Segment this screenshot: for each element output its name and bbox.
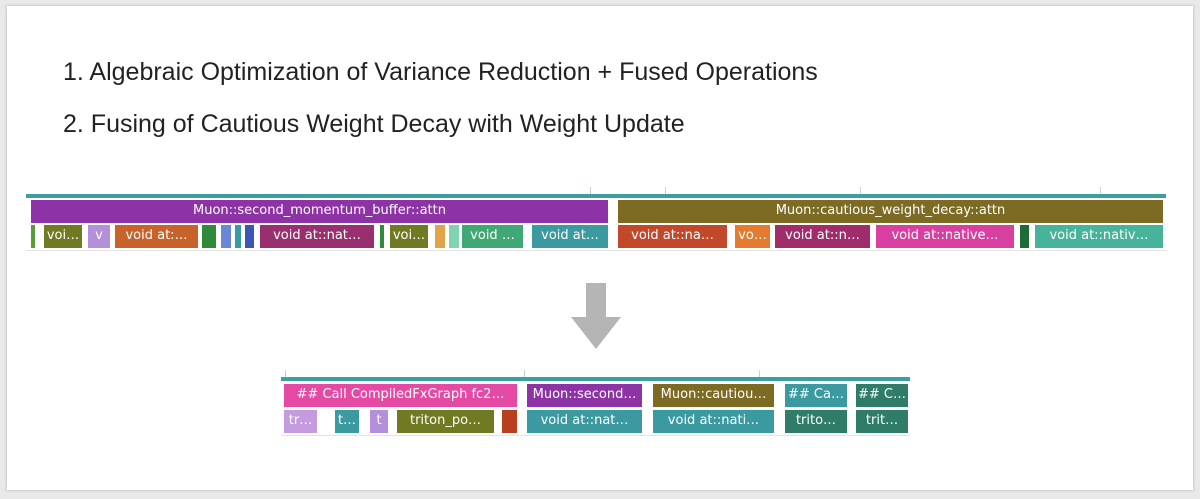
before-slim-block[interactable] xyxy=(221,225,231,248)
after-header-cautious-decay[interactable]: Muon::cautiou… xyxy=(653,384,774,407)
before-block[interactable]: v xyxy=(88,225,110,248)
before-block[interactable]: void at… xyxy=(532,225,608,248)
before-slim-block[interactable] xyxy=(245,225,254,248)
after-slim-block[interactable] xyxy=(502,410,517,433)
before-slim-block[interactable] xyxy=(1020,225,1029,248)
before-tick xyxy=(1100,187,1101,194)
before-slim-block[interactable] xyxy=(235,225,241,248)
before-block[interactable]: voi… xyxy=(44,225,82,248)
after-block[interactable]: triton_po… xyxy=(397,410,494,433)
after-block[interactable]: void at::nati… xyxy=(653,410,774,433)
before-block[interactable]: void at::na… xyxy=(618,225,727,248)
before-tick xyxy=(665,187,666,194)
after-block[interactable]: tr… xyxy=(284,410,317,433)
before-block[interactable]: void at::nat… xyxy=(260,225,374,248)
before-tick xyxy=(860,187,861,194)
slide-card: 1. Algebraic Optimization of Variance Re… xyxy=(7,6,1193,490)
before-slim-block[interactable] xyxy=(449,225,459,248)
bullet-2: 2. Fusing of Cautious Weight Decay with … xyxy=(63,110,685,138)
before-block[interactable]: voi… xyxy=(390,225,428,248)
before-block[interactable]: void at::nativ… xyxy=(1035,225,1163,248)
after-header-compiled-graph[interactable]: ## Call CompiledFxGraph fc2… xyxy=(284,384,517,407)
after-tick xyxy=(524,370,525,377)
before-block[interactable]: void … xyxy=(462,225,523,248)
before-slim-block[interactable] xyxy=(435,225,445,248)
before-header-cautious-decay[interactable]: Muon::cautious_weight_decay::attn xyxy=(618,200,1163,223)
after-header-call-2[interactable]: ## C… xyxy=(856,384,908,407)
before-tick xyxy=(590,187,591,194)
after-block[interactable]: trito… xyxy=(785,410,847,433)
down-arrow-icon xyxy=(571,283,621,349)
bullet-1: 1. Algebraic Optimization of Variance Re… xyxy=(63,58,818,86)
before-block[interactable]: vo… xyxy=(735,225,770,248)
before-header-second-momentum[interactable]: Muon::second_momentum_buffer::attn xyxy=(31,200,608,223)
after-block[interactable]: t xyxy=(370,410,388,433)
before-block[interactable]: void at::native… xyxy=(876,225,1014,248)
after-divider xyxy=(281,435,910,436)
before-slim-block[interactable] xyxy=(202,225,216,248)
after-header-second-momentum[interactable]: Muon::second… xyxy=(527,384,642,407)
before-block[interactable]: void at:… xyxy=(115,225,198,248)
before-slim-block[interactable] xyxy=(380,225,384,248)
before-block[interactable]: void at::n… xyxy=(775,225,870,248)
after-timeline-bar xyxy=(281,377,910,381)
after-tick xyxy=(285,370,286,377)
after-header-call-1[interactable]: ## Ca… xyxy=(785,384,847,407)
before-slim-block[interactable] xyxy=(31,225,35,248)
before-timeline-bar xyxy=(26,194,1166,198)
after-block[interactable]: trit… xyxy=(856,410,908,433)
before-divider xyxy=(26,250,1166,251)
after-tick xyxy=(759,370,760,377)
after-block[interactable]: void at::nat… xyxy=(527,410,642,433)
after-block[interactable]: t… xyxy=(335,410,359,433)
